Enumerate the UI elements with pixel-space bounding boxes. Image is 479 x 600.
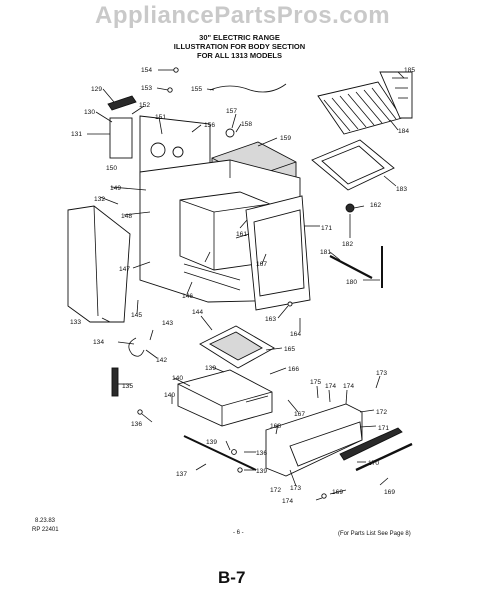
callout-label: 185 (404, 67, 415, 74)
callout-label: 167 (256, 261, 267, 268)
watermark: AppliancePartsPros.com (95, 2, 391, 29)
rear-panel-185 (379, 71, 413, 119)
callout-label: 143 (162, 320, 173, 327)
callout-label: 167 (294, 411, 305, 418)
callout-label: 132 (94, 196, 105, 203)
oven-cabinet (139, 159, 311, 311)
callout-label: 180 (346, 279, 357, 286)
hardware-parts (137, 67, 355, 499)
callout-label: 173 (376, 370, 387, 377)
callout-label: 169 (332, 489, 343, 496)
callout-label: 146 (182, 293, 193, 300)
callout-label: 139 (206, 439, 217, 446)
bake-element-165 (199, 325, 275, 369)
callout-label: 156 (204, 122, 215, 129)
callout-label: 140 (172, 375, 183, 382)
callout-label: 181 (320, 249, 331, 256)
callout-labels: 154 153 155 129 152 130 151 157 156 158 … (70, 67, 415, 505)
footer-parts-note: (For Parts List See Page 8) (338, 531, 411, 537)
callout-label: 168 (270, 423, 281, 430)
rail-parts (111, 246, 413, 472)
callout-label: 151 (155, 114, 166, 121)
callout-label: 183 (396, 186, 407, 193)
drawer-front-172 (265, 403, 403, 477)
callout-label: 148 (121, 213, 132, 220)
footer-code-2: RP 22401 (32, 527, 59, 533)
callout-label: 169 (384, 489, 395, 496)
callout-label: 161 (236, 231, 247, 238)
callout-label: 174 (343, 383, 354, 390)
callout-label: 147 (119, 266, 130, 273)
callout-label: 139 (256, 468, 267, 475)
oven-rack-184 (317, 81, 403, 135)
callout-label: 174 (325, 383, 336, 390)
callout-label: 142 (156, 357, 167, 364)
footer-code-1: 8.23.83 (35, 518, 56, 524)
footer-page-number: - 6 - (233, 530, 244, 536)
side-panel-133 (67, 205, 131, 323)
callout-label: 166 (288, 366, 299, 373)
callout-label: 131 (71, 131, 82, 138)
callout-label: 149 (110, 185, 121, 192)
callout-label: 164 (290, 331, 301, 338)
callout-label: 144 (192, 309, 203, 316)
header-line-2: ILLUSTRATION FOR BODY SECTION (173, 42, 306, 51)
callout-label: 153 (141, 85, 152, 92)
callout-label: 172 (376, 409, 387, 416)
callout-label: 137 (176, 471, 187, 478)
callout-label: 145 (131, 312, 142, 319)
callout-label: 136 (131, 421, 142, 428)
callout-label: 165 (284, 346, 295, 353)
callout-label: 150 (106, 165, 117, 172)
callout-label: 152 (139, 102, 150, 109)
callout-label: 170 (368, 460, 379, 467)
callout-label: 175 (310, 379, 321, 386)
callout-label: 163 (265, 316, 276, 323)
callout-label: 130 (84, 109, 95, 116)
callout-label: 162 (370, 202, 381, 209)
page-id: B-7 (218, 568, 246, 587)
callout-label: 136 (256, 450, 267, 457)
header-line-3: FOR ALL 1313 MODELS (196, 51, 283, 60)
callout-label: 129 (91, 86, 102, 93)
callout-label: 173 (290, 485, 301, 492)
callout-label: 184 (398, 128, 409, 135)
callout-label: 154 (141, 67, 152, 74)
callout-label: 159 (280, 135, 291, 142)
callout-label: 155 (191, 86, 202, 93)
callout-label: 171 (378, 425, 389, 432)
callout-label: 133 (70, 319, 81, 326)
broil-pan-183 (311, 139, 395, 191)
callout-label: 157 (226, 108, 237, 115)
leader-lines (87, 69, 405, 501)
callout-label: 134 (93, 339, 104, 346)
callout-label: 182 (342, 241, 353, 248)
callout-label: 171 (321, 225, 332, 232)
callout-label: 158 (241, 121, 252, 128)
callout-label: 172 (270, 487, 281, 494)
storage-drawer-141 (177, 369, 273, 427)
header-line-1: 30" ELECTRIC RANGE (199, 33, 280, 42)
callout-label: 139 (205, 365, 216, 372)
callout-label: 140 (164, 392, 175, 399)
callout-label: 135 (122, 383, 133, 390)
callout-label: 174 (282, 498, 293, 505)
